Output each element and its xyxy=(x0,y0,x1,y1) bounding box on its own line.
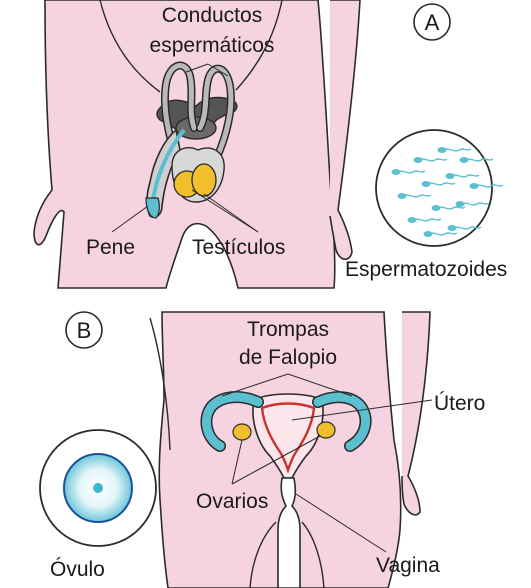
badge-b-circle xyxy=(65,311,103,349)
sperm-head xyxy=(431,205,441,211)
sperm-head xyxy=(445,173,455,179)
testicle-right xyxy=(191,163,217,197)
label-trompas-line2: de Falopio xyxy=(239,346,337,369)
leader-testiculos-2 xyxy=(203,193,259,233)
leader-vagina xyxy=(295,493,387,553)
ovary-right xyxy=(316,421,336,439)
ovary-left xyxy=(232,423,252,441)
leader-ovarios-2 xyxy=(231,435,321,485)
sperm-magnifier xyxy=(375,129,504,247)
urethra xyxy=(150,128,186,207)
ovum-nucleus xyxy=(93,483,103,493)
label-vagina: Vagina xyxy=(376,554,440,577)
leader-ductos-left xyxy=(185,63,209,73)
sperm-tail xyxy=(475,184,504,188)
leader-testiculos-1 xyxy=(191,189,259,233)
uterus-cavity xyxy=(260,402,316,474)
sperm-head xyxy=(391,169,401,175)
sperm-head xyxy=(413,157,423,163)
sperm-tail xyxy=(443,148,472,152)
label-ductos-line2: espermáticos xyxy=(150,34,275,57)
badge-a-circle xyxy=(413,3,451,41)
sperm-head xyxy=(469,183,479,189)
sperm-head xyxy=(397,193,407,199)
badge-b-letter: B xyxy=(77,318,92,343)
sperm-tail xyxy=(397,170,426,174)
sperm-head xyxy=(459,157,469,163)
leader-ovarios-1 xyxy=(231,439,243,485)
label-utero: Útero xyxy=(434,392,485,415)
label-testiculos: Testículos xyxy=(192,236,285,259)
uterus xyxy=(252,393,324,479)
sperm-tail xyxy=(427,182,456,186)
ovum-magnifier xyxy=(39,429,157,547)
leader-trompas-right xyxy=(287,373,353,397)
sperm-tail xyxy=(413,218,442,222)
male-thigh-line-right xyxy=(235,0,283,91)
sperm-cells xyxy=(391,147,504,237)
sperm-tail xyxy=(419,158,448,162)
male-figure: Conductos espermáticos Pene Testículos A… xyxy=(33,0,507,289)
spermatic-duct-right-fill xyxy=(197,66,234,179)
sperm-head xyxy=(455,201,465,207)
sperm-head xyxy=(421,181,431,187)
sperm-tail xyxy=(437,206,466,210)
sperm-tail xyxy=(465,158,494,162)
sperm-tail xyxy=(429,232,458,236)
label-ovarios: Ovarios xyxy=(196,490,268,513)
female-thigh-line-right xyxy=(301,521,325,588)
sperm-tail xyxy=(461,202,490,206)
fallopian-tube-right xyxy=(313,392,370,451)
female-right-arm xyxy=(401,311,431,516)
vagina xyxy=(277,477,301,588)
label-pene: Pene xyxy=(86,236,135,259)
leader-ductos-right xyxy=(207,63,229,77)
leader-trompas-left xyxy=(221,373,289,397)
label-ductos-line1: Conductos xyxy=(162,4,262,27)
leader-pene xyxy=(111,205,149,233)
badge-a-letter: A xyxy=(425,10,440,35)
label-ovulo: Óvulo xyxy=(50,558,105,581)
label-espermatozoides: Espermatozoides xyxy=(345,258,507,281)
female-thigh-line-left xyxy=(249,521,277,588)
leader-utero xyxy=(291,399,433,421)
female-figure: Trompas de Falopio Útero Ovarios Vagina … xyxy=(39,311,485,588)
male-thigh-line-left xyxy=(99,0,161,93)
sperm-head xyxy=(423,231,433,237)
sperm-head xyxy=(447,225,457,231)
sperm-head xyxy=(407,217,417,223)
female-left-arm xyxy=(149,317,171,451)
sperm-head xyxy=(437,147,447,153)
penis-tip xyxy=(145,197,160,219)
sperm-tail xyxy=(403,194,432,198)
sperm-tail xyxy=(451,174,480,178)
male-right-arm xyxy=(329,0,361,261)
sperm-tail xyxy=(453,226,482,230)
label-trompas-line1: Trompas xyxy=(247,318,329,341)
fallopian-tube-left xyxy=(201,392,263,451)
